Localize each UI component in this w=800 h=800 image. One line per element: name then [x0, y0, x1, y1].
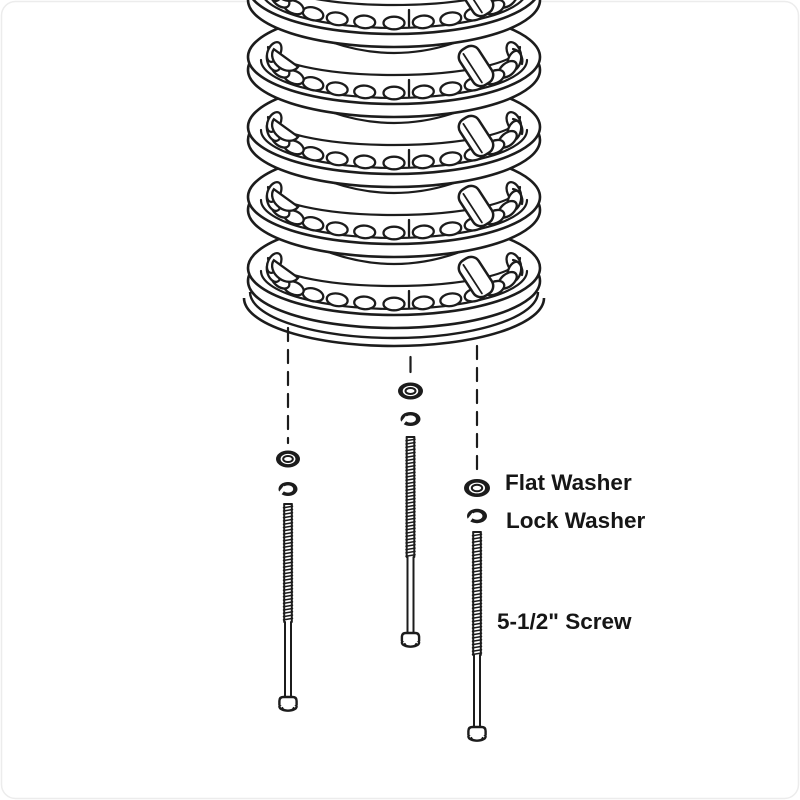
- vent-hole: [439, 292, 463, 308]
- flat-washer-label: Flat Washer: [505, 470, 632, 495]
- ring-notch: [271, 47, 300, 72]
- part-labels: Flat Washer Lock Washer 5-1/2" Screw: [497, 470, 645, 634]
- ring-tab: [457, 44, 495, 88]
- fastener-column-right: [464, 344, 490, 742]
- vent-hole: [265, 0, 282, 3]
- vent-hole: [325, 81, 349, 97]
- ring-notch: [271, 258, 300, 283]
- vent-hole: [382, 15, 406, 31]
- vent-hole: [382, 155, 406, 171]
- vent-hole: [439, 151, 463, 167]
- ring-tab: [457, 0, 495, 18]
- vent-hole: [325, 151, 349, 167]
- vent-hole: [411, 224, 435, 240]
- vent-hole: [353, 84, 377, 100]
- vent-hole: [411, 154, 435, 170]
- vent-hole: [382, 225, 406, 241]
- vent-hole: [353, 154, 377, 170]
- vent-hole: [411, 84, 435, 100]
- fastener-column-left: [275, 326, 300, 712]
- screw: [278, 503, 298, 712]
- lock-washer-label: Lock Washer: [506, 508, 645, 533]
- vent-hole: [411, 295, 435, 311]
- lock-washer: [397, 412, 421, 429]
- vent-hole: [353, 295, 377, 311]
- vent-hole: [382, 296, 406, 312]
- vent-hole: [325, 11, 349, 27]
- screw-head: [467, 725, 487, 742]
- ring-hook: [511, 187, 524, 206]
- screw: [400, 436, 421, 648]
- ring: [246, 148, 542, 259]
- ring-stack: [242, 0, 546, 348]
- vent-hole: [439, 81, 463, 97]
- vent-hole: [439, 221, 463, 237]
- ring-notch: [271, 187, 300, 212]
- fastener-column-center: [397, 355, 423, 648]
- fastener-columns: [275, 326, 490, 742]
- ring: [246, 0, 542, 49]
- lock-washer: [275, 482, 298, 499]
- ring-tab: [457, 114, 495, 158]
- lock-washer: [464, 508, 487, 526]
- screw-head: [278, 695, 298, 712]
- ring-tab: [457, 184, 495, 228]
- vent-hole: [325, 221, 349, 237]
- vent-hole: [411, 14, 435, 30]
- screw-label: 5-1/2" Screw: [497, 609, 632, 634]
- ring-tab: [457, 255, 495, 299]
- ring-notch: [271, 117, 300, 142]
- vent-hole: [439, 11, 463, 27]
- screw-head: [400, 631, 421, 648]
- vent-hole: [353, 14, 377, 30]
- flat-washer: [276, 450, 300, 468]
- ring-hook: [511, 117, 524, 136]
- vent-hole: [382, 85, 406, 101]
- ring-hook: [511, 258, 524, 277]
- screw: [467, 531, 487, 742]
- flat-washer: [464, 479, 490, 497]
- ring-hook: [511, 47, 524, 66]
- vent-hole: [353, 224, 377, 240]
- vent-hole: [325, 292, 349, 308]
- vent-hole: [270, 0, 291, 9]
- flat-washer: [398, 382, 423, 400]
